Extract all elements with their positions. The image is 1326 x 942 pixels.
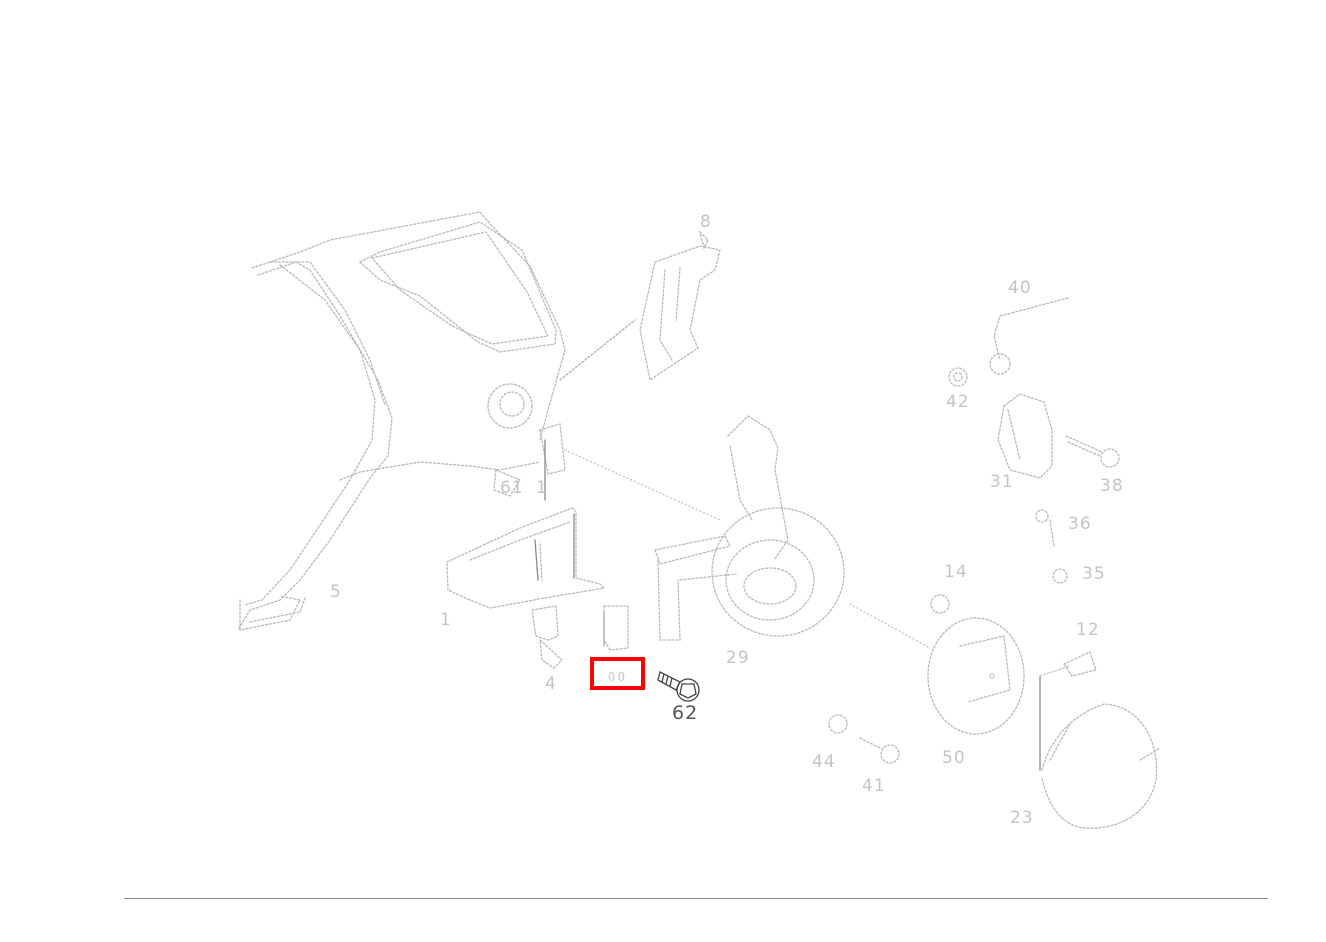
callout-12[interactable]: 12 — [1076, 620, 1100, 640]
nut-part-42[interactable] — [948, 367, 968, 387]
callout-38[interactable]: 38 — [1100, 476, 1124, 496]
callout-31[interactable]: 31 — [990, 472, 1014, 492]
actuator-part[interactable] — [997, 393, 1053, 479]
callout-8[interactable]: 8 — [700, 212, 712, 232]
callout-4[interactable]: 4 — [545, 674, 557, 694]
clip-part-4[interactable] — [531, 605, 563, 669]
callout-41[interactable]: 41 — [862, 776, 886, 796]
callout-40[interactable]: 40 — [1008, 278, 1032, 298]
floor-bracket-part[interactable] — [446, 507, 606, 609]
callout-36[interactable]: 36 — [1068, 514, 1092, 534]
callout-1[interactable]: 1 — [440, 610, 452, 630]
callout-35[interactable]: 35 — [1082, 564, 1106, 584]
grommet-part-14[interactable] — [930, 594, 950, 614]
clip-part-35[interactable] — [1052, 568, 1068, 584]
retainer-part[interactable] — [603, 605, 629, 651]
screw-part-38[interactable] — [1065, 435, 1120, 468]
callout-61[interactable]: 61 — [500, 478, 524, 498]
hinge-screw-part-12[interactable] — [1063, 651, 1097, 677]
fuel-filler-housing-part[interactable] — [654, 415, 845, 641]
nut-part-44[interactable] — [828, 714, 848, 734]
callout-23[interactable]: 23 — [1010, 808, 1034, 828]
quarter-panel-part[interactable] — [237, 211, 566, 631]
highlighted-callout-label: 00 — [607, 670, 628, 684]
callout-1-upper[interactable]: 1 — [536, 478, 548, 498]
callout-50[interactable]: 50 — [942, 748, 966, 768]
callout-62[interactable]: 62 — [672, 702, 699, 724]
fuel-flap-part[interactable] — [1041, 703, 1161, 829]
callout-5[interactable]: 5 — [330, 582, 342, 602]
callout-14[interactable]: 14 — [944, 562, 968, 582]
screw-part-41[interactable] — [859, 737, 900, 764]
filler-pot-part[interactable] — [927, 617, 1025, 735]
callout-42[interactable]: 42 — [946, 392, 970, 412]
pin-part-36[interactable] — [1035, 509, 1055, 547]
selected-part-highlight[interactable]: 00 — [590, 657, 645, 690]
callout-29[interactable]: 29 — [726, 648, 750, 668]
release-cable-part[interactable] — [989, 297, 1069, 375]
footer-divider — [124, 898, 1268, 899]
bolt-icon[interactable] — [656, 664, 708, 704]
upper-bracket-part[interactable] — [639, 229, 721, 382]
callout-44[interactable]: 44 — [812, 752, 836, 772]
